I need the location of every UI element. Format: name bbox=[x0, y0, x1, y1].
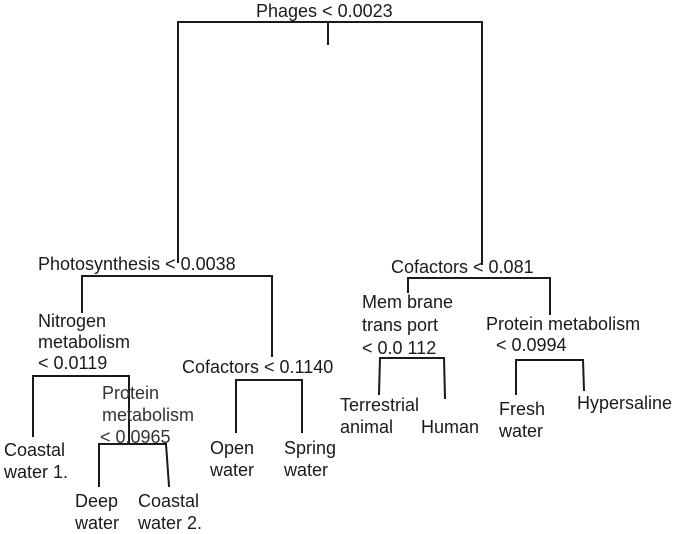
membrane-left-drop bbox=[377, 356, 382, 396]
protein-left-right-drop bbox=[164, 442, 171, 488]
nitrogen-split-line: Nitrogen bbox=[38, 311, 107, 331]
root-split-label: Phages < 0.0023 bbox=[256, 1, 393, 21]
leaf-label-line: water bbox=[210, 460, 255, 480]
leaf-label-line: water bbox=[499, 421, 544, 441]
leaf-label-line: Terrestrial bbox=[340, 395, 420, 415]
leaf-label-line: water bbox=[284, 460, 329, 480]
membrane-right-drop bbox=[442, 356, 447, 400]
protein-right-split-line: Protein metabolism bbox=[486, 314, 641, 334]
protein-left-split-line: < 0.0965 bbox=[100, 427, 171, 447]
cofactors-right-split-label: Cofactors < 0.081 bbox=[391, 257, 534, 277]
membrane-split-line: < 0.0 112 bbox=[362, 338, 437, 358]
protein-right-right-drop bbox=[581, 358, 586, 392]
cofactors-left-split-label: Cofactors < 0.1140 bbox=[182, 357, 334, 377]
leaf-label-line: animal bbox=[340, 417, 394, 437]
leaf-label-line: Spring bbox=[284, 438, 337, 458]
leaf-hypersaline: Hypersaline bbox=[577, 393, 673, 413]
membrane-split-line: Mem brane bbox=[362, 292, 454, 312]
leaf-label-line: water bbox=[75, 513, 120, 533]
protein-left-split-line: metabolism bbox=[102, 405, 195, 425]
nitrogen-split-line: metabolism bbox=[38, 332, 131, 352]
nitrogen-split-line: < 0.0119 bbox=[38, 353, 108, 373]
photosynthesis-split-label: Photosynthesis < 0.0038 bbox=[38, 254, 236, 274]
leaf-label-line: Deep bbox=[75, 491, 119, 511]
leaf-label-line: Open bbox=[210, 438, 255, 458]
leaf-label-line: Coastal bbox=[4, 440, 66, 460]
leaf-label-line: Coastal bbox=[138, 491, 200, 511]
protein-right-split-line: < 0.0994 bbox=[496, 335, 567, 355]
leaf-label-line: Fresh bbox=[499, 399, 546, 419]
protein-left-split-line: Protein bbox=[102, 383, 160, 403]
membrane-split-line: trans port bbox=[362, 315, 439, 335]
leaf-label-line: water 2. bbox=[138, 513, 203, 533]
leaf-label-line: water 1. bbox=[4, 462, 69, 482]
leaf-human: Human bbox=[421, 417, 480, 437]
